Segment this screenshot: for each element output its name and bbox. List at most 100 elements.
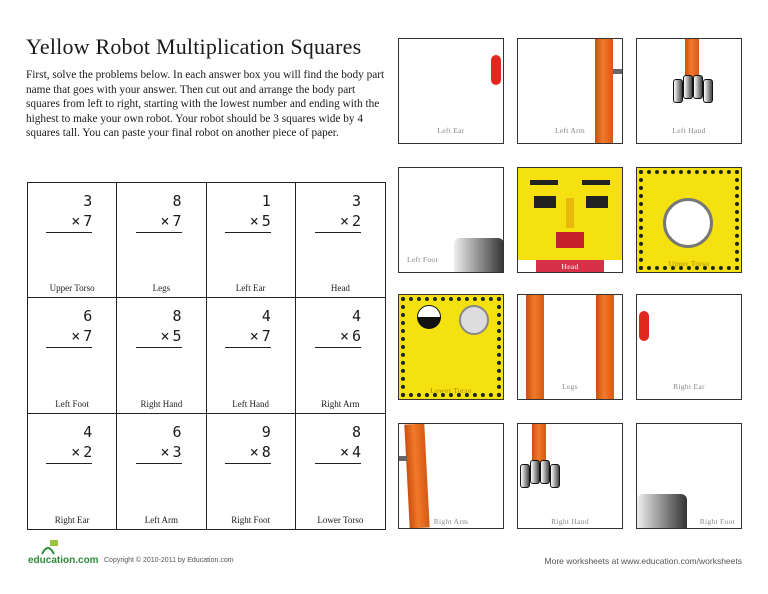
bottom-number: 3 bbox=[172, 442, 182, 461]
bottom-number: 2 bbox=[83, 442, 93, 461]
tile-legs[interactable]: Legs bbox=[517, 294, 623, 400]
bottom-number: 7 bbox=[261, 327, 271, 346]
tile-right-hand[interactable]: Right Hand bbox=[517, 423, 623, 529]
multiply-sign: × bbox=[339, 442, 349, 461]
finger bbox=[683, 75, 693, 99]
problem: 4×6 bbox=[315, 306, 361, 349]
tile-left-arm[interactable]: Left Arm bbox=[517, 38, 623, 144]
tile-lower-torso[interactable]: Lower Torso bbox=[398, 294, 504, 400]
problem: 4×7 bbox=[224, 306, 271, 349]
problem: 8×7 bbox=[135, 191, 182, 233]
tile-right-foot[interactable]: Right Foot bbox=[636, 423, 742, 529]
bottom-row: ×8 bbox=[224, 442, 271, 464]
instructions: First, solve the problems below. In each… bbox=[26, 69, 385, 139]
bottom-row: ×2 bbox=[46, 442, 93, 464]
top-number: 8 bbox=[351, 422, 361, 441]
problem: 4×2 bbox=[46, 422, 93, 464]
answer-label: Lower Torso bbox=[317, 515, 364, 525]
arm-joint bbox=[399, 456, 407, 461]
bottom-row: ×7 bbox=[46, 211, 93, 233]
finger bbox=[693, 75, 703, 99]
page-title: Yellow Robot Multiplication Squares bbox=[26, 34, 362, 59]
tile-label: Right Foot bbox=[699, 517, 735, 526]
top-number: 1 bbox=[261, 192, 271, 210]
bottom-row: ×5 bbox=[135, 326, 182, 349]
finger bbox=[550, 464, 560, 488]
tile-label: Left Ear bbox=[437, 126, 465, 135]
multiply-sign: × bbox=[160, 327, 170, 346]
bottom-row: ×7 bbox=[46, 326, 93, 349]
answer-label: Left Ear bbox=[235, 283, 266, 294]
multiply-sign: × bbox=[249, 327, 259, 346]
more-worksheets-link[interactable]: More worksheets at www.education.com/wor… bbox=[544, 556, 742, 566]
rivet-border bbox=[639, 170, 739, 270]
top-number: 8 bbox=[172, 307, 182, 326]
tile-left-ear[interactable]: Left Ear bbox=[398, 38, 504, 144]
bottom-number: 7 bbox=[172, 212, 182, 230]
tile-label: Upper Torso bbox=[668, 259, 710, 268]
answer-label: Right Ear bbox=[54, 515, 90, 525]
answer-label: Left Hand bbox=[232, 398, 269, 409]
bottom-number: 5 bbox=[172, 327, 182, 346]
bottom-number: 5 bbox=[261, 212, 271, 230]
tile-upper-torso[interactable]: Upper Torso bbox=[636, 167, 742, 273]
leg-right bbox=[596, 295, 614, 399]
answer-label: Legs bbox=[152, 283, 171, 294]
top-number: 4 bbox=[351, 307, 361, 326]
top-number: 4 bbox=[261, 307, 271, 326]
top-number: 4 bbox=[83, 422, 93, 441]
top-number: 3 bbox=[83, 192, 93, 210]
copyright: Copyright © 2010-2011 by Education.com bbox=[104, 557, 234, 564]
tile-label: Left Foot bbox=[407, 255, 438, 264]
bottom-row: ×3 bbox=[135, 442, 182, 464]
foot-shape bbox=[637, 494, 687, 528]
bottom-row: ×4 bbox=[315, 442, 361, 464]
mouth bbox=[556, 232, 584, 248]
dial-icon bbox=[459, 305, 489, 335]
answer-label: Right Foot bbox=[231, 515, 270, 525]
logo-text: education.com bbox=[28, 555, 99, 566]
multiply-sign: × bbox=[339, 212, 349, 230]
problem: 6×3 bbox=[135, 422, 182, 464]
answer-label: Right Arm bbox=[321, 398, 360, 409]
bottom-row: ×2 bbox=[315, 211, 361, 233]
tile-left-hand[interactable]: Left Hand bbox=[636, 38, 742, 144]
multiply-sign: × bbox=[249, 442, 259, 461]
ear-shape bbox=[491, 55, 501, 85]
bottom-number: 7 bbox=[83, 327, 93, 346]
multiply-sign: × bbox=[249, 212, 259, 230]
answer-label: Left Foot bbox=[55, 398, 89, 409]
bottom-number: 7 bbox=[83, 212, 93, 230]
arm-shape bbox=[404, 424, 430, 528]
tile-left-foot[interactable]: Left Foot bbox=[398, 167, 504, 273]
multiply-sign: × bbox=[339, 327, 349, 346]
leg-left bbox=[526, 295, 544, 399]
button-icon bbox=[417, 305, 441, 329]
problem: 3×2 bbox=[315, 191, 361, 233]
bottom-row: ×6 bbox=[315, 326, 361, 349]
tile-right-ear[interactable]: Right Ear bbox=[636, 294, 742, 400]
finger bbox=[673, 79, 683, 103]
bottom-number: 2 bbox=[351, 212, 361, 230]
wrist-shape bbox=[532, 424, 546, 462]
answer-label: Upper Torso bbox=[49, 283, 95, 294]
foot-shape bbox=[454, 238, 503, 272]
answer-label: Right Hand bbox=[140, 398, 183, 409]
tile-head[interactable]: Head bbox=[517, 167, 623, 273]
top-number: 9 bbox=[261, 422, 271, 441]
multiply-sign: × bbox=[71, 212, 81, 230]
multiply-sign: × bbox=[160, 212, 170, 230]
tile-right-arm[interactable]: Right Arm bbox=[398, 423, 504, 529]
answer-label: Left Arm bbox=[144, 515, 178, 525]
nose bbox=[566, 198, 574, 228]
arm-shape bbox=[595, 39, 613, 143]
